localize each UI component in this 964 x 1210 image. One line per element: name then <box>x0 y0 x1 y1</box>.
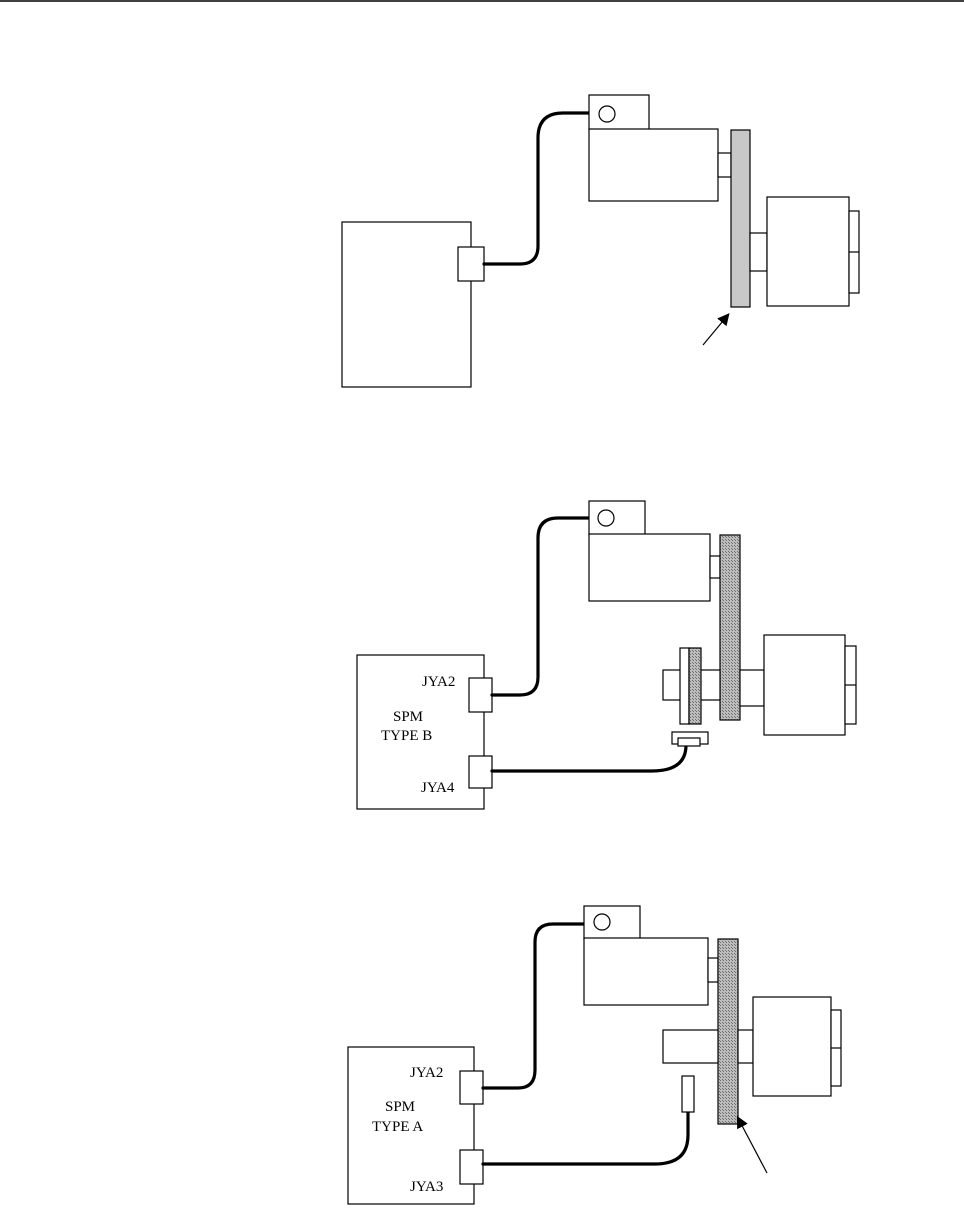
connector-label-jya2: JYA2 <box>410 1065 443 1081</box>
motor-cable <box>492 518 590 695</box>
board-name-label: SPM <box>393 709 423 725</box>
spindle-body <box>767 197 849 306</box>
figure-3: JYA2 SPM TYPE A JYA3 <box>348 906 841 1204</box>
motor-body <box>589 129 718 201</box>
motor-shaft <box>710 556 720 578</box>
connector-label-jya3: JYA3 <box>410 1179 443 1195</box>
board-name-label: SPM <box>385 1099 415 1115</box>
connector <box>458 247 484 281</box>
board-type-label: TYPE B <box>381 728 432 744</box>
connector-jya4 <box>469 756 492 788</box>
gear-teeth <box>689 648 701 724</box>
sensor-cable <box>492 745 686 771</box>
sensor-probe <box>682 1076 694 1112</box>
belt-hatched <box>718 939 738 1124</box>
control-unit-box <box>342 222 471 387</box>
motor-shaft <box>708 958 718 982</box>
gear-disc <box>680 648 689 724</box>
pointer-arrow <box>738 1118 767 1173</box>
belt-hatched <box>720 535 740 720</box>
motor-body <box>589 534 710 601</box>
connector-jya3 <box>460 1150 483 1184</box>
connector-label-jya4: JYA4 <box>421 780 455 796</box>
sensor-body <box>678 738 700 746</box>
figure-1 <box>342 95 859 387</box>
spindle-shaft <box>750 233 767 271</box>
connector-label-jya2: JYA2 <box>422 674 455 690</box>
figure-2: JYA2 SPM TYPE B JYA4 <box>357 501 856 809</box>
motor-shaft <box>718 153 731 177</box>
encoder-box <box>589 95 649 130</box>
spindle-body <box>753 997 831 1096</box>
motor-body <box>584 938 708 1005</box>
belt-shaded <box>731 130 750 307</box>
encoder-box <box>584 906 640 939</box>
connector-jya2 <box>460 1071 483 1104</box>
spindle-body <box>764 635 845 735</box>
spindle-shaft <box>740 670 764 706</box>
motor-cable <box>484 113 590 264</box>
spindle-shaft-right <box>738 1030 753 1063</box>
pointer-arrow <box>703 315 728 345</box>
motor-cable <box>483 924 585 1088</box>
sensor-cable <box>483 1112 688 1164</box>
spindle-shaft <box>663 1030 718 1063</box>
board-type-label: TYPE A <box>372 1119 423 1135</box>
connector-jya2 <box>469 678 492 712</box>
